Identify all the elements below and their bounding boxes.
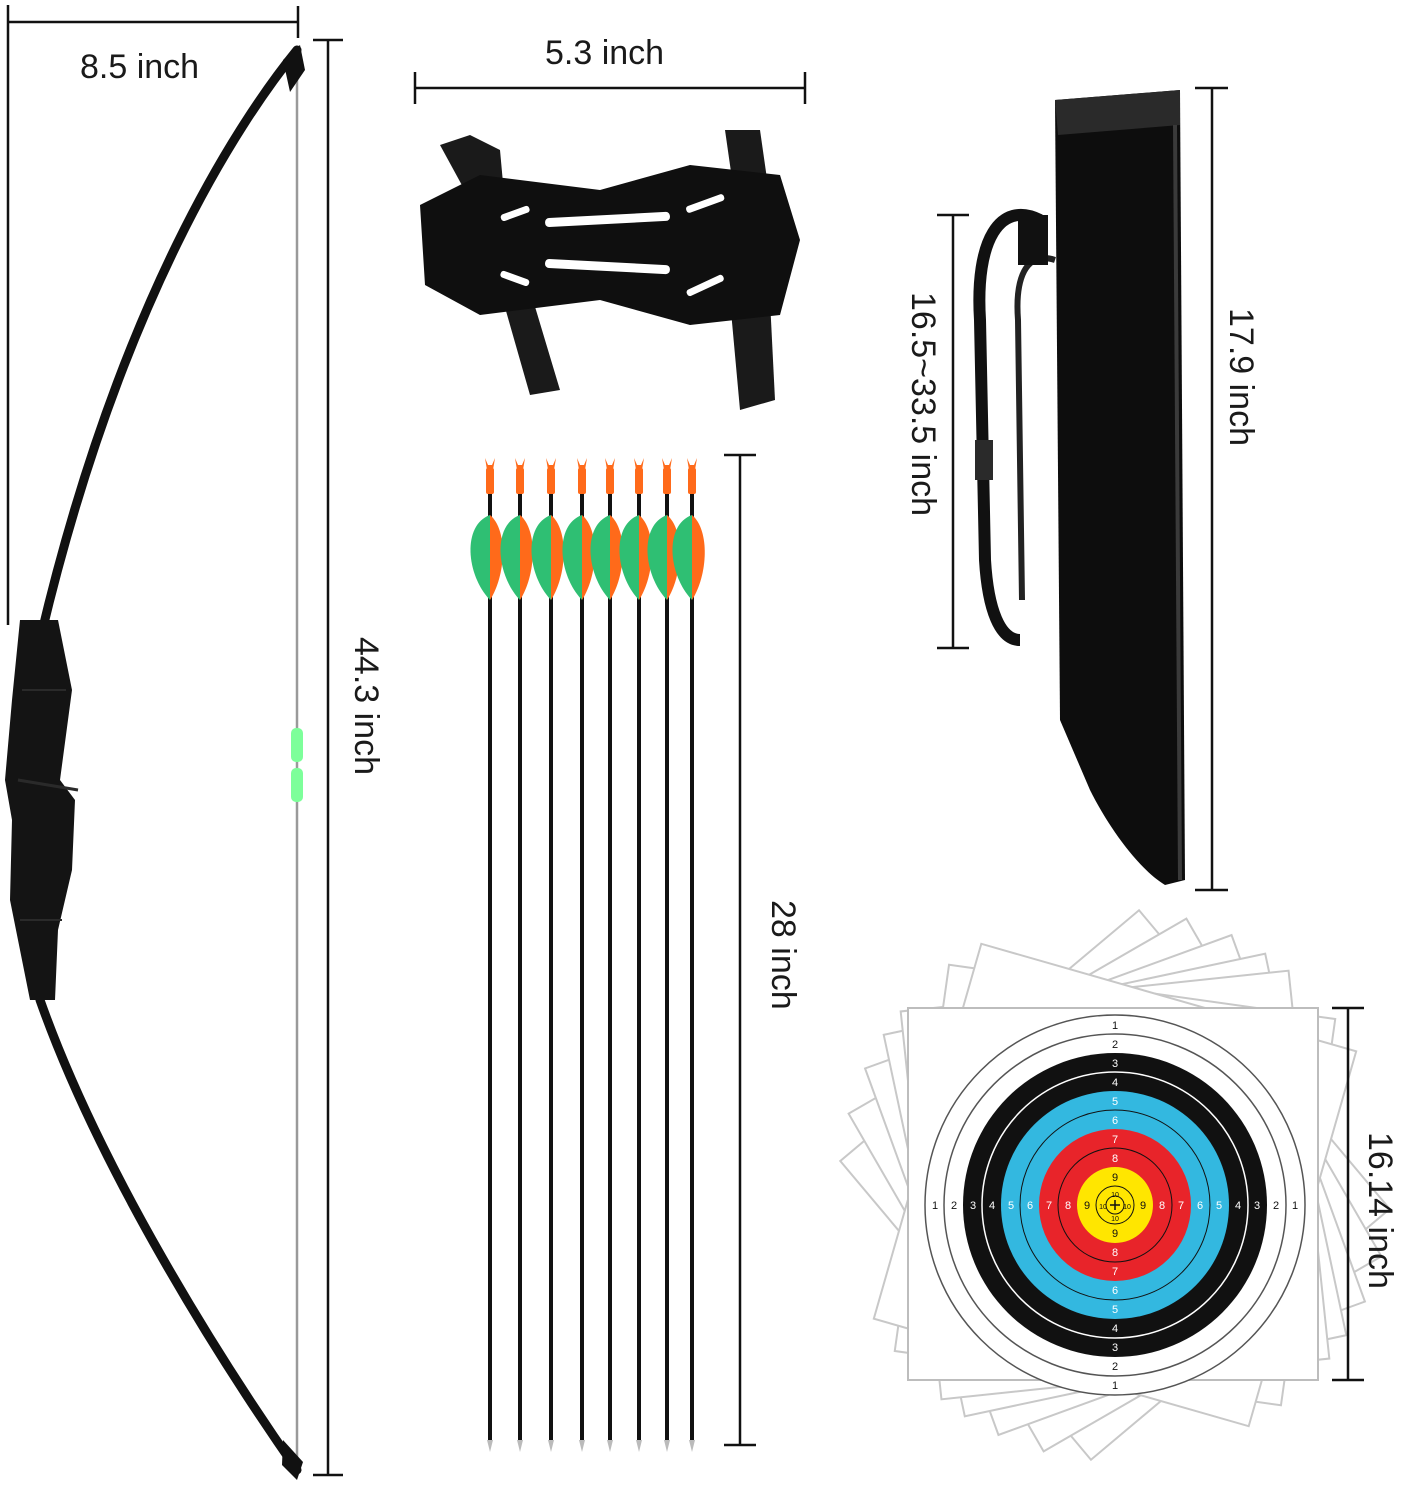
ring-number: 8 [1159,1200,1165,1212]
ring-number: 6 [1112,1115,1118,1127]
ring-number: 6 [1197,1200,1203,1212]
ring-number: 10 [1111,1216,1119,1223]
arrow-set [470,458,705,1452]
arrow-icon [590,458,623,1452]
quiver-length-label: 17.9 inch [1222,308,1260,446]
ring-number: 4 [1235,1200,1241,1212]
bow-length-label: 44.3 inch [347,637,385,775]
ring-number: 3 [1112,1058,1118,1070]
ring-number: 1 [1112,1020,1118,1032]
ring-number: 3 [1254,1200,1260,1212]
bow-width-dimension-line [6,5,300,625]
ring-number: 1 [1112,1380,1118,1392]
ring-number: 3 [1112,1342,1118,1354]
ring-number: 9 [1084,1200,1090,1212]
ring-number: 8 [1112,1153,1118,1165]
arrow-icon [647,458,680,1452]
ring-number: 5 [1216,1200,1222,1212]
ring-number: 2 [951,1200,957,1212]
ring-number: 1 [1292,1200,1298,1212]
ring-number: 7 [1046,1200,1052,1212]
arrow-icon [619,458,652,1452]
ring-number: 5 [1008,1200,1014,1212]
bow-length-dimension-line [313,38,343,1477]
ring-number: 8 [1112,1247,1118,1259]
ring-number: 5 [1112,1304,1118,1316]
ring-number: 10 [1099,1204,1107,1211]
ring-number: 10 [1123,1204,1131,1211]
ring-number: 4 [989,1200,995,1212]
quiver-strap-dimension-line [937,213,969,650]
arrow-icon [531,458,564,1452]
quiver-length-dimension-line [1195,86,1228,892]
ring-number: 7 [1112,1134,1118,1146]
arrow-icon [672,458,705,1452]
arrow-icon [500,458,533,1452]
arrow-length-dimension-line [724,453,756,1447]
target-face-icon: 1 1 1 1 2 2 2 2 3 3 3 3 4 4 4 4 5 5 5 5 6 6 6 6 7 7 7 7 8 8 8 8 9 9 9 9 10 10… [907,1007,1319,1396]
ring-number: 9 [1112,1228,1118,1240]
ring-number: 1 [932,1200,938,1212]
target-size-label: 16.14 inch [1361,1132,1399,1289]
arrow-icon [470,458,503,1452]
ring-number: 2 [1112,1361,1118,1373]
quiver-strap-length-label: 16.5~33.5 inch [904,292,942,517]
ring-number: 3 [970,1200,976,1212]
bow-width-label: 8.5 inch [80,48,200,86]
ring-number: 10 [1111,1192,1119,1199]
quiver-icon [973,90,1185,885]
ring-number: 6 [1027,1200,1033,1212]
ring-number: 6 [1112,1285,1118,1297]
arrow-length-label: 28 inch [764,900,802,1010]
ring-number: 9 [1112,1172,1118,1184]
ring-number: 4 [1112,1323,1118,1335]
target-ring-numbers: 1 1 1 1 2 2 2 2 3 3 3 3 4 4 4 4 5 5 5 5 6 6 6 6 7 7 7 7 8 8 8 8 9 9 9 9 10 10… [932,1020,1298,1392]
ring-number: 2 [1112,1039,1118,1051]
arrow-icon [562,458,595,1452]
target-size-dimension-line [1332,1006,1364,1382]
arm-guard-dimension-line [413,72,807,104]
ring-number: 7 [1112,1266,1118,1278]
arm-guard-icon [420,130,800,410]
ring-number: 2 [1273,1200,1279,1212]
ring-number: 8 [1065,1200,1071,1212]
ring-number: 7 [1178,1200,1184,1212]
ring-number: 9 [1140,1200,1146,1212]
arm-guard-width-label: 5.3 inch [545,34,665,72]
ring-number: 5 [1112,1096,1118,1108]
bow-icon [5,45,305,1480]
ring-number: 4 [1112,1077,1118,1089]
